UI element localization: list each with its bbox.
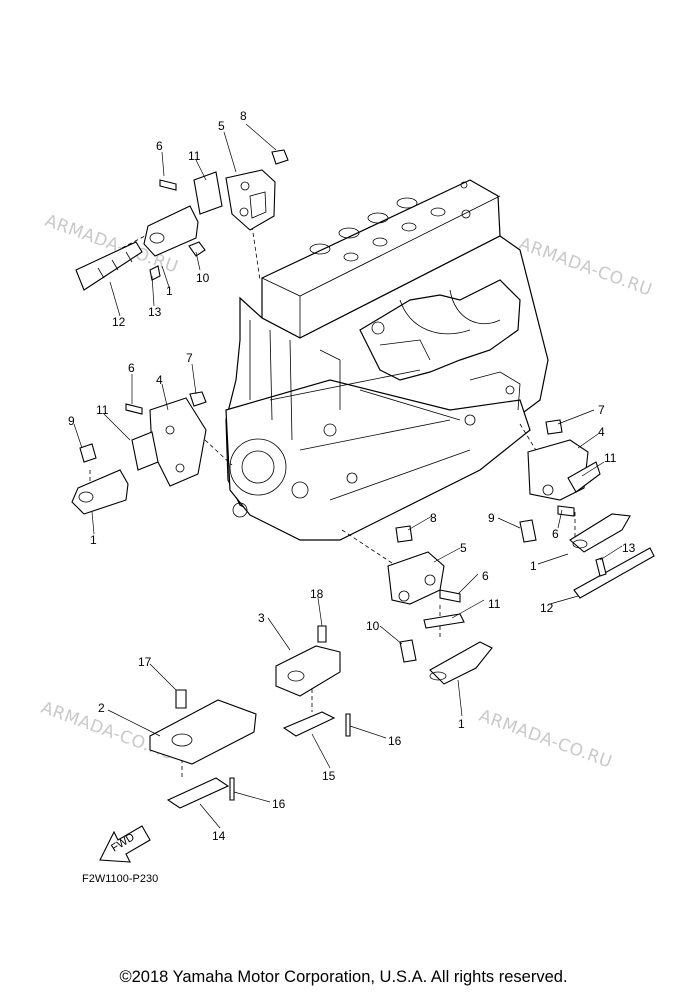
callout-number: 10 — [366, 619, 380, 633]
bolt — [399, 639, 417, 663]
rivet — [229, 777, 235, 801]
nut — [188, 241, 206, 257]
callout-number: 13 — [148, 305, 162, 319]
callout-number: 3 — [258, 611, 265, 625]
callout-number: 6 — [156, 139, 163, 153]
mount-rubber — [143, 205, 199, 257]
callout-number: 5 — [218, 119, 225, 133]
callout-number: 18 — [310, 587, 324, 601]
top-left-mount-group — [75, 149, 289, 291]
callout-number: 4 — [598, 425, 605, 439]
drawing-code: F2W1100-P230 — [82, 873, 158, 885]
fwd-arrow-icon: FWD — [99, 825, 151, 863]
callout-layer: 8 5 6 11 10 1 13 12 7 6 4 9 11 1 7 4 11 … — [68, 109, 636, 843]
callout-number: 13 — [622, 541, 636, 555]
middle-mount-group — [387, 525, 493, 685]
washer-plate — [423, 613, 465, 629]
bolt — [519, 519, 537, 543]
screw — [175, 689, 187, 709]
callout-number: 5 — [460, 541, 467, 555]
mount-plate — [573, 547, 655, 599]
callout-number: 9 — [488, 511, 495, 525]
callout-number: 8 — [430, 511, 437, 525]
mount-bracket — [149, 397, 207, 487]
mount-rubber — [429, 641, 493, 685]
clip — [595, 557, 607, 577]
callout-number: 6 — [128, 361, 135, 375]
callout-number: 11 — [96, 403, 109, 417]
callout-number: 9 — [68, 414, 75, 428]
mount-bracket — [527, 439, 589, 501]
callout-number: 1 — [458, 717, 465, 731]
bolt-head — [395, 525, 413, 543]
washer-plate — [193, 171, 223, 215]
callout-number: 8 — [240, 109, 247, 123]
mount-rubber — [569, 513, 631, 553]
callout-number: 6 — [552, 527, 559, 541]
callout-number: 7 — [186, 351, 193, 365]
mount-bracket — [387, 551, 445, 605]
callout-number: 12 — [540, 601, 554, 615]
copyright-notice: ©2018 Yamaha Motor Corporation, U.S.A. A… — [119, 968, 568, 986]
callout-number: 1 — [530, 559, 537, 573]
callout-number: 1 — [166, 284, 173, 298]
callout-number: 6 — [482, 569, 489, 583]
clip — [149, 265, 161, 281]
right-mount-group — [519, 419, 655, 599]
callout-number: 17 — [138, 655, 152, 669]
callout-number: 10 — [196, 271, 210, 285]
bolt — [125, 403, 143, 415]
washer-plate — [131, 431, 159, 471]
bolt-head — [189, 391, 207, 407]
callout-number: 2 — [98, 701, 105, 715]
mount-plate — [75, 241, 143, 291]
left-mount-group — [71, 391, 207, 515]
stopper-pad — [149, 699, 257, 765]
bolt-head — [545, 419, 563, 435]
callout-number: 16 — [388, 734, 402, 748]
screw — [317, 625, 327, 643]
spark-plug-holes — [309, 181, 471, 262]
bolt — [79, 443, 97, 463]
callout-number: 11 — [488, 597, 501, 611]
callout-number: 1 — [90, 533, 97, 547]
callout-number: 14 — [212, 829, 226, 843]
bolt — [159, 179, 177, 191]
bolt — [439, 589, 461, 603]
watermark-text: ARMADA-CO.RU — [476, 706, 615, 773]
callout-number: 11 — [604, 451, 617, 465]
callout-number: 15 — [322, 769, 336, 783]
callout-number: 4 — [156, 373, 163, 387]
mount-rubber — [71, 469, 129, 515]
bottom-mount-group — [149, 625, 351, 809]
bolt — [557, 505, 575, 517]
callout-number: 16 — [272, 797, 286, 811]
rivet — [345, 713, 351, 737]
callout-number: 12 — [112, 315, 126, 329]
leader-lines — [73, 123, 623, 829]
callout-number: 11 — [188, 149, 201, 163]
bracket — [282, 711, 336, 737]
bracket — [166, 777, 230, 809]
bolt-head — [271, 149, 289, 165]
watermark-text: ARMADA-CO.RU — [516, 234, 655, 301]
stopper-pad — [275, 645, 341, 697]
callout-number: 7 — [598, 403, 605, 417]
watermark-text: ARMADA-CO.RU — [38, 698, 177, 765]
engine-block — [225, 179, 549, 541]
